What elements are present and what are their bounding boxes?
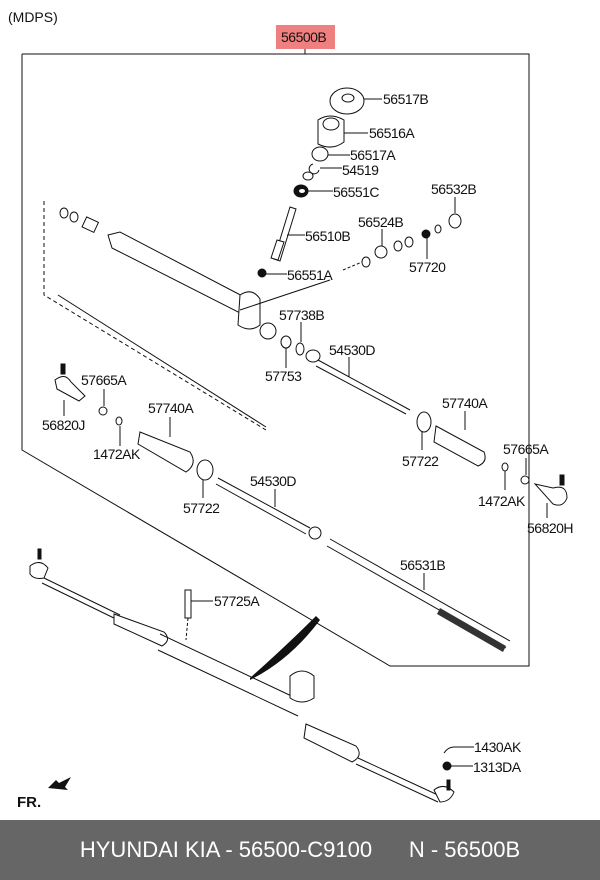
label-1430AK: 1430AK <box>474 739 522 755</box>
direction-wedge <box>250 616 320 680</box>
subframe-dashed <box>43 201 267 431</box>
label-1472AK-left: 1472AK <box>93 446 141 462</box>
front-direction-label: FR. <box>17 794 41 811</box>
footer-brand-part: HYUNDAI KIA - 56500-C9100 <box>79 837 373 862</box>
label-56524B: 56524B <box>358 214 403 230</box>
label-1313DA: 1313DA <box>473 759 522 775</box>
assembled-rack[interactable] <box>29 548 455 803</box>
plug-56532B[interactable] <box>448 197 462 229</box>
footer-ref: N - 56500B <box>408 837 521 862</box>
pinion-shaft-56510B[interactable] <box>270 206 305 262</box>
label-57740A-right: 57740A <box>442 395 488 411</box>
bolt-57725A[interactable] <box>184 589 213 641</box>
assembly-highlight <box>276 25 335 49</box>
label-54530D-upper: 54530D <box>329 342 375 358</box>
yoke-56524B[interactable] <box>374 229 414 259</box>
tie-rod-end-56820J[interactable] <box>54 363 86 416</box>
label-57722-right: 57722 <box>402 453 439 469</box>
tie-rod-54530D-lower[interactable] <box>215 477 322 540</box>
assembly-part-number[interactable]: 56500B <box>281 29 327 45</box>
assembly-frame-lower <box>21 54 512 667</box>
front-arrow-icon <box>48 777 71 790</box>
label-56820H: 56820H <box>527 520 573 536</box>
nut-1313DA[interactable] <box>442 761 473 771</box>
boot-57740A-left[interactable] <box>137 417 194 473</box>
label-54519: 54519 <box>342 162 379 178</box>
label-56820J: 56820J <box>42 417 85 433</box>
rack-housing-upper[interactable] <box>59 207 331 340</box>
label-56517B: 56517B <box>383 91 428 107</box>
label-57720: 57720 <box>409 259 446 275</box>
label-56551A: 56551A <box>287 267 333 283</box>
ring-57753[interactable] <box>280 335 292 368</box>
snap-ring-54519[interactable] <box>302 163 342 181</box>
label-56531B: 56531B <box>400 557 445 573</box>
tie-rod-54530D-upper[interactable] <box>305 349 411 415</box>
label-56510B: 56510B <box>305 228 350 244</box>
part-footer: HYUNDAI KIA - 56500-C9100 N - 56500B <box>0 820 600 880</box>
clamp-57722-left[interactable] <box>196 459 214 498</box>
boot-57740A-right[interactable] <box>433 411 486 467</box>
label-56517A: 56517A <box>350 147 396 163</box>
label-57753: 57753 <box>265 368 302 384</box>
pin-1472AK-right[interactable] <box>501 462 509 490</box>
subframe-line <box>57 294 267 428</box>
label-57738B: 57738B <box>279 307 324 323</box>
seal-56551C[interactable] <box>293 184 333 198</box>
pin-1430AK[interactable] <box>443 746 474 754</box>
label-57665A-left: 57665A <box>81 372 127 388</box>
label-56551C: 56551C <box>333 184 379 200</box>
label-56532B: 56532B <box>431 181 476 197</box>
label-57740A-left: 57740A <box>148 400 194 416</box>
nut-57665A-left[interactable] <box>98 389 108 416</box>
system-label: (MDPS) <box>8 9 58 25</box>
label-56516A: 56516A <box>369 125 415 141</box>
pin-1472AK-left[interactable] <box>115 416 123 446</box>
washer-57738B[interactable] <box>295 322 305 356</box>
assembly-frame <box>22 53 530 667</box>
clamp-57722-right[interactable] <box>416 411 432 450</box>
label-1472AK-right: 1472AK <box>478 493 526 509</box>
nut-57665A-right[interactable] <box>520 458 530 485</box>
label-57725A: 57725A <box>214 593 260 609</box>
tie-rod-end-56820H[interactable] <box>533 474 568 518</box>
spring-57720[interactable] <box>421 224 442 259</box>
nut-56551A[interactable] <box>257 256 371 278</box>
label-54530D-lower: 54530D <box>250 473 296 489</box>
bearing-56517B[interactable] <box>329 87 382 115</box>
bearing-56517A[interactable] <box>311 146 350 162</box>
rack-bar-56531B[interactable] <box>326 538 511 652</box>
label-57665A-right: 57665A <box>503 441 549 457</box>
parts-diagram: (MDPS) 56500B 56517B 56516A 56517A 54519… <box>8 9 574 811</box>
label-57722-left: 57722 <box>183 500 220 516</box>
cover-56516A[interactable] <box>317 115 368 148</box>
